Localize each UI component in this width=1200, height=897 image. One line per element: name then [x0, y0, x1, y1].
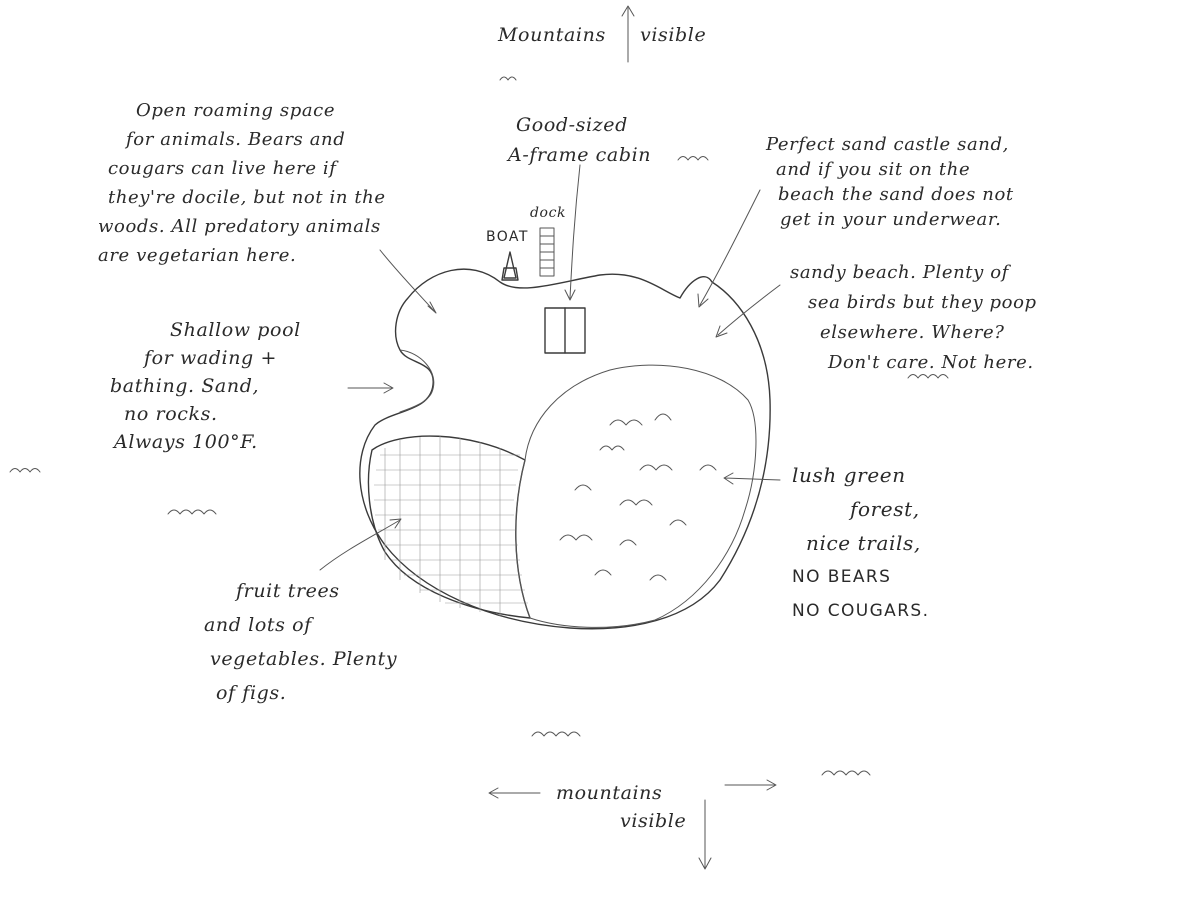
boat-text: BOAT [486, 229, 529, 245]
fruit-line-4: of figs. [216, 682, 287, 704]
arrow-bottom-left [488, 787, 541, 799]
forest-line-5: NO COUGARS. [792, 601, 930, 621]
label-mountains-bottom: mountains [556, 778, 662, 808]
roaming-line-3: cougars can live here if [108, 158, 337, 179]
visible-top-text: visible [640, 24, 707, 46]
water-marks [9, 76, 949, 776]
forest-area [515, 364, 757, 628]
label-visible-bottom: visible [620, 806, 686, 836]
arrow-roaming [379, 249, 437, 314]
forest-line-3: nice trails, [806, 531, 921, 555]
dock-shape [539, 227, 555, 277]
roaming-line-2: for animals. Bears and [126, 129, 346, 150]
label-dock: dock [530, 204, 566, 222]
arrow-beach [715, 284, 781, 338]
roaming-line-5: woods. All predatory animals [98, 216, 381, 237]
forest-line-2: forest, [850, 497, 920, 521]
arrow-forest [723, 472, 781, 485]
forest-line-1: lush green [792, 463, 906, 487]
island-outline [359, 268, 771, 630]
sand-line-2: and if you sit on the [776, 159, 971, 180]
forest-line-4: NO BEARS [792, 567, 892, 587]
label-forest: lush green forest, nice trails, NO BEARS… [792, 458, 929, 628]
roaming-line-6: are vegetarian here. [98, 245, 297, 266]
label-beach: sandy beach. Plenty of sea birds but the… [790, 258, 1037, 378]
label-sand: Perfect sand castle sand, and if you sit… [766, 132, 1014, 232]
fruit-line-2: and lots of [204, 614, 312, 636]
boat-shape [501, 251, 519, 281]
arrow-sand [697, 189, 761, 308]
arrow-cabin [564, 164, 581, 301]
pool-line-5: Always 100°F. [114, 431, 258, 453]
label-visible-top: visible [640, 20, 706, 50]
cabin-line-2: A-frame cabin [508, 144, 652, 166]
beach-line-4: Don't care. Not here. [828, 352, 1034, 373]
sand-line-3: beach the sand does not [778, 184, 1014, 205]
cabin-shape [544, 307, 586, 354]
cabin-line-1: Good-sized [516, 114, 628, 136]
arrow-mountains-up [621, 5, 635, 63]
beach-line-2: sea birds but they poop [808, 292, 1037, 313]
forest-scallops [559, 413, 717, 581]
pool-line-2: for wading + [144, 347, 277, 369]
label-mountains-top: Mountains [498, 20, 606, 50]
fruit-line-3: vegetables. Plenty [210, 648, 398, 670]
visible-bottom-text: visible [620, 810, 687, 832]
arrow-pool [347, 382, 394, 394]
roaming-line-1: Open roaming space [136, 100, 336, 121]
mountains-top-text: Mountains [498, 24, 606, 46]
arrow-bottom-down [698, 799, 712, 870]
sand-line-1: Perfect sand castle sand, [766, 134, 1009, 155]
arrow-fruit [319, 518, 402, 571]
fruit-line-1: fruit trees [236, 580, 340, 602]
label-pool: Shallow pool for wading + bathing. Sand,… [110, 316, 301, 456]
label-fruit: fruit trees and lots of vegetables. Plen… [204, 574, 397, 710]
label-roaming: Open roaming space for animals. Bears an… [98, 96, 386, 270]
mountains-bottom-text: mountains [556, 782, 663, 804]
beach-line-1: sandy beach. Plenty of [790, 262, 1009, 283]
pool-line-3: bathing. Sand, [110, 375, 260, 397]
pool-inlet [399, 349, 435, 413]
roaming-line-4: they're docile, but not in the [108, 187, 386, 208]
beach-line-3: elsewhere. Where? [820, 322, 1005, 343]
pool-line-4: no rocks. [124, 403, 218, 425]
label-boat: BOAT [486, 228, 529, 246]
dock-text: dock [530, 205, 567, 221]
pool-line-1: Shallow pool [170, 319, 301, 341]
sand-line-4: get in your underwear. [780, 209, 1002, 230]
label-cabin: Good-sized A-frame cabin [508, 110, 651, 170]
arrow-bottom-right [724, 779, 777, 791]
